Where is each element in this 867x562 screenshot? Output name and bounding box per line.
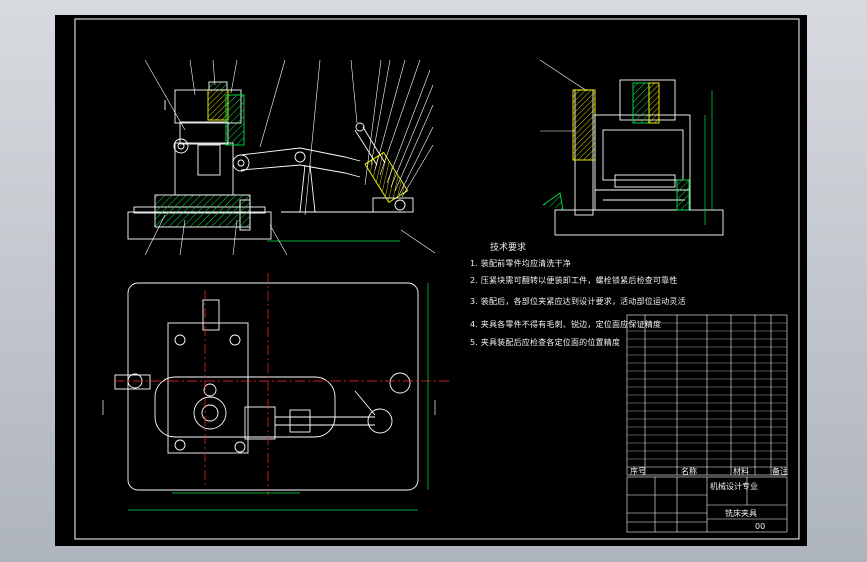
title-block-sheet-no: 00 <box>755 522 766 531</box>
title-block-drawing-name: 铣床夹具 <box>725 509 757 518</box>
tech-requirement-line: 4. 夹具各零件不得有毛刺、锐边，定位面应保证精度 <box>470 320 662 329</box>
tech-requirement-line: 1. 装配前零件均应清洗干净 <box>470 259 571 268</box>
title-block <box>626 476 788 533</box>
front-view <box>127 81 414 242</box>
parts-col-material: 材料 <box>733 467 749 476</box>
tech-requirement-line: 3. 装配后，各部位夹紧应达到设计要求，活动部位运动灵活 <box>470 297 686 306</box>
parts-col-no: 序号 <box>630 467 646 476</box>
top-view-dimensions <box>102 283 436 511</box>
drawing-sheet: 技术要求 1. 装配前零件均应清洗干净 2. 压紧块需可翻转以便装卸工件，螺栓锁… <box>55 15 807 546</box>
tech-requirement-line: 5. 夹具装配后应检查各定位面的位置精度 <box>470 338 621 347</box>
side-view <box>539 59 724 236</box>
tech-requirement-line: 2. 压紧块需可翻转以便装卸工件，螺栓锁紧后检查可靠性 <box>470 276 678 285</box>
top-view-centerlines <box>115 273 450 495</box>
front-view-leaders <box>144 59 436 256</box>
parts-col-name: 名称 <box>681 467 697 476</box>
parts-col-remark: 备注 <box>772 467 788 476</box>
parts-list <box>626 314 788 476</box>
cad-drawing <box>74 18 800 540</box>
title-block-company: 机械设计专业 <box>710 482 758 491</box>
top-view <box>114 282 419 491</box>
inner-border <box>74 18 800 540</box>
tech-requirements-title: 技术要求 <box>490 243 527 253</box>
